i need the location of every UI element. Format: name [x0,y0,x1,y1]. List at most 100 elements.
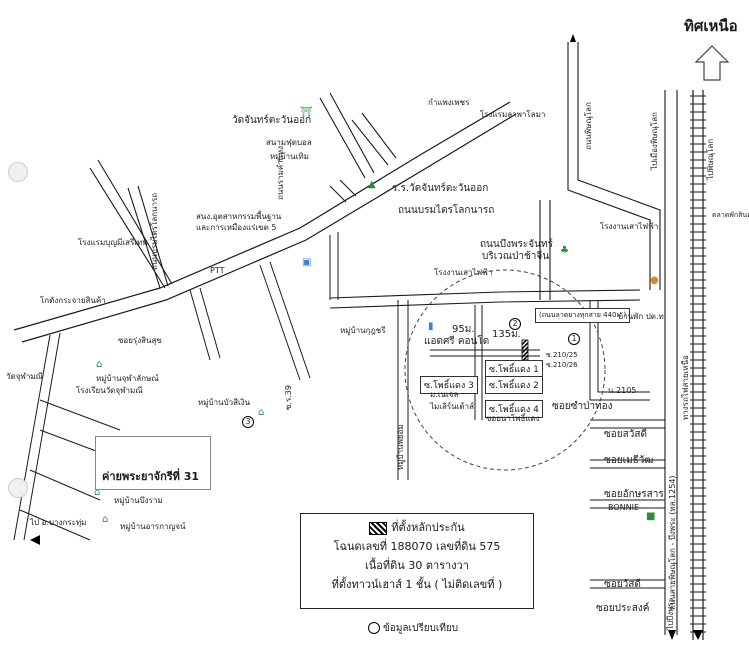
label-factory-sakon: โรงแรมลาพาโลมา [480,110,546,119]
legend-box: ที่ตั้งหลักประกัน โฉนดเลขที่ 188070 เลขท… [300,513,534,609]
label-gas: โรงงานเสาไฟฟ้า [434,268,493,277]
label-soi-saladaeng: ซอยซำป่าทอง [552,401,613,412]
road-network-north [89,92,397,289]
label-soi-chanphadang: ซอยนาโพธิ์แดง [486,414,540,423]
punch-hole-top [8,162,28,182]
label-borommatrailokanat: ถนนบรมไตรโลกนารถ [398,205,495,216]
label-to-buengphra: ไปบึงพระ [666,598,675,630]
label-market: บริเวณป่าช้าจีน [482,251,550,262]
label-dist-440: (ถนนลาดยางทุกสาย 440ม.) [535,308,631,323]
site-marker [521,339,529,361]
label-moopaam: หมู่บ้านพยอม [396,424,405,470]
marker-3: 3 [242,416,254,428]
label-k2105: น.2105 [608,386,637,395]
compare-circle-icon [368,622,380,634]
railway [692,90,704,640]
railway-ties [690,95,706,633]
label-apartment: แอดศรี คอนโด [424,336,490,347]
radius-circle [404,269,606,471]
house-icon-2: ⌂ [94,487,101,498]
compare-note: ข้อมูลเปรียบเทียบ [368,622,458,634]
label-soi-ramkhamhaeng: ถนนรามคำแหง [276,145,285,200]
label-soi-pho2: ซ.โพธิ์แดง 2 [485,376,543,394]
label-baan-phak: บ้านพัก ปต.ท. [618,312,667,321]
marker-1: 1 [568,333,580,345]
label-ptt: PTT [210,266,225,275]
factory-icon: ▣ [302,257,312,268]
legend-building: ที่ตั้งทาวน์เฮาส์ 1 ชั้น ( ไม่ติดเลขที่ … [331,578,503,591]
north-label: ทิศเหนือ [684,17,738,35]
label-to-phitsanulok2: ไปเมืองพิษณุโลก [650,112,659,170]
arrow-left-icon [30,535,40,545]
label-apartment-m: 95ม. [452,324,475,335]
shop-icon: ■ [646,511,656,522]
label-village-julalak: หมู่บ้านจุฬาลักษณ์ [96,374,159,383]
road-network-southwest [13,232,339,541]
label-shell: โรงงานเสาไฟฟ้า [600,222,659,231]
label-to-phitsanulok: ไปพิษณุโลก [706,138,715,180]
label-road-chanapha: ถนนบึงพระจันทร์ [480,239,553,250]
label-school-watchan: ร.ร.วัดจันทร์ตะวันออก [392,183,489,194]
arrow-down-icon [668,630,676,640]
label-soi-prasong: ซอยประสงค์ [596,603,650,614]
road-buengphrachan [329,289,641,309]
school-icon: ▲ [368,179,376,190]
label-seven: ไมเลิร์นเต้าส์ [430,402,475,411]
house-icon-4: ⌂ [258,407,265,418]
label-soi-rooplabsin: ซอยรุ่งสินสุข [118,336,162,345]
road-borommatrailokanat [13,101,517,343]
label-soi-pho4: ซ.โพธิ์แดง 4 [485,400,543,418]
label-coop: สนง.อุตสาหกรรมพื้นฐาน [196,212,282,221]
temple-icon: ⛩ [300,107,313,118]
label-school-julamanee: โรงเรียนวัดจุฬามณี [76,386,143,395]
camp-label: ค่ายพระยาจักรีที่ 31 [102,470,200,483]
label-village-kutri: หมู่บ้านกุฎชรี [340,326,386,335]
label-soi-thaklang: ซอยอักษรสาร [604,489,664,500]
label-warehouse: โกดังกระจายสินค้า [40,296,106,305]
label-bonnie: BONNIE [608,503,640,512]
label-kindergarten: กำแพงเพชร [428,98,470,107]
label-to-bangkrathum: ไป อ.บางกระทุ่ม [30,518,87,527]
label-hw-1254: ถนนสายพิษณุโลก - บึงพระ (ทล.1254) [668,475,677,610]
gas-station-icon: ● [650,275,659,286]
label-soi-yot: ซอยวัสดี [604,579,641,590]
house-icon-1: ⌂ [96,359,103,370]
legend-site-row: ที่ตั้งหลักประกัน [301,518,533,537]
marker-2: 2 [509,318,521,330]
label-village-bansuan: หมู่บ้านบัวสีเงิน [198,398,251,407]
compare-note-text: ข้อมูลเปรียบเทียบ [383,623,459,634]
label-rail: ทางรถไฟสายเหนือ [681,355,690,420]
label-village-toem: หมู่บ้านเทิม [270,152,309,161]
label-soi-pho3: ซ.โพธิ์แดง 3 [420,376,478,394]
label-m3: ซ.210/26 [546,361,578,369]
label-hotel-boonsi: โรงแรมบุญมีเสรีเทพ [78,238,148,247]
label-phitsanulok-rd: ถนนพิษณุโลก [584,102,593,150]
arrow-up-icon [570,34,576,42]
label-stadium: สนามฟุตบอล [266,138,312,147]
arrow-down-icon-2 [693,630,703,640]
label-mnet: ม.เนเจล [430,390,459,399]
label-m2: ซ.210/25 [546,351,578,359]
label-soi-hanhan: ซอยเมธีวัฒ [604,455,654,466]
label-wat-chan: วัดจันทร์ตะวันออก [232,115,312,126]
north-arrow-icon [694,45,730,81]
legend-deed: โฉนดเลขที่ 188070 เลขที่ดิน 575 [333,540,501,553]
hatch-swatch-icon [369,521,388,535]
camp-box: ค่ายพระยาจักรีที่ 31 [95,436,211,490]
building-icon: ▮ [428,321,434,332]
label-borommatrai-vert: ถนนบรมไตรโลกนารถ [150,192,159,270]
punch-hole-bottom [8,478,28,498]
label-watjula: วัดจุฬามณี [6,372,44,381]
label-village-bangram: หมู่บ้านบึงราม [114,496,163,505]
legend-site-label: ที่ตั้งหลักประกัน [391,521,465,534]
label-village-karnjana: หมู่บ้านอารกาญจน์ [120,522,186,531]
label-soi-watlaem: ซอยสวัสดี [604,429,647,440]
road-network-east [539,42,678,635]
legend-area: เนื้อที่ดิน 30 ตารางวา [365,559,469,572]
label-coop2: และการเหมืองแร่เขต 5 [196,223,277,232]
label-dist-135: 135ม. [492,329,521,340]
tree-icon: ♣ [560,245,569,256]
label-market-kwang: ตลาดพักสินค้า [712,211,749,219]
house-icon-3: ⌂ [102,514,109,525]
